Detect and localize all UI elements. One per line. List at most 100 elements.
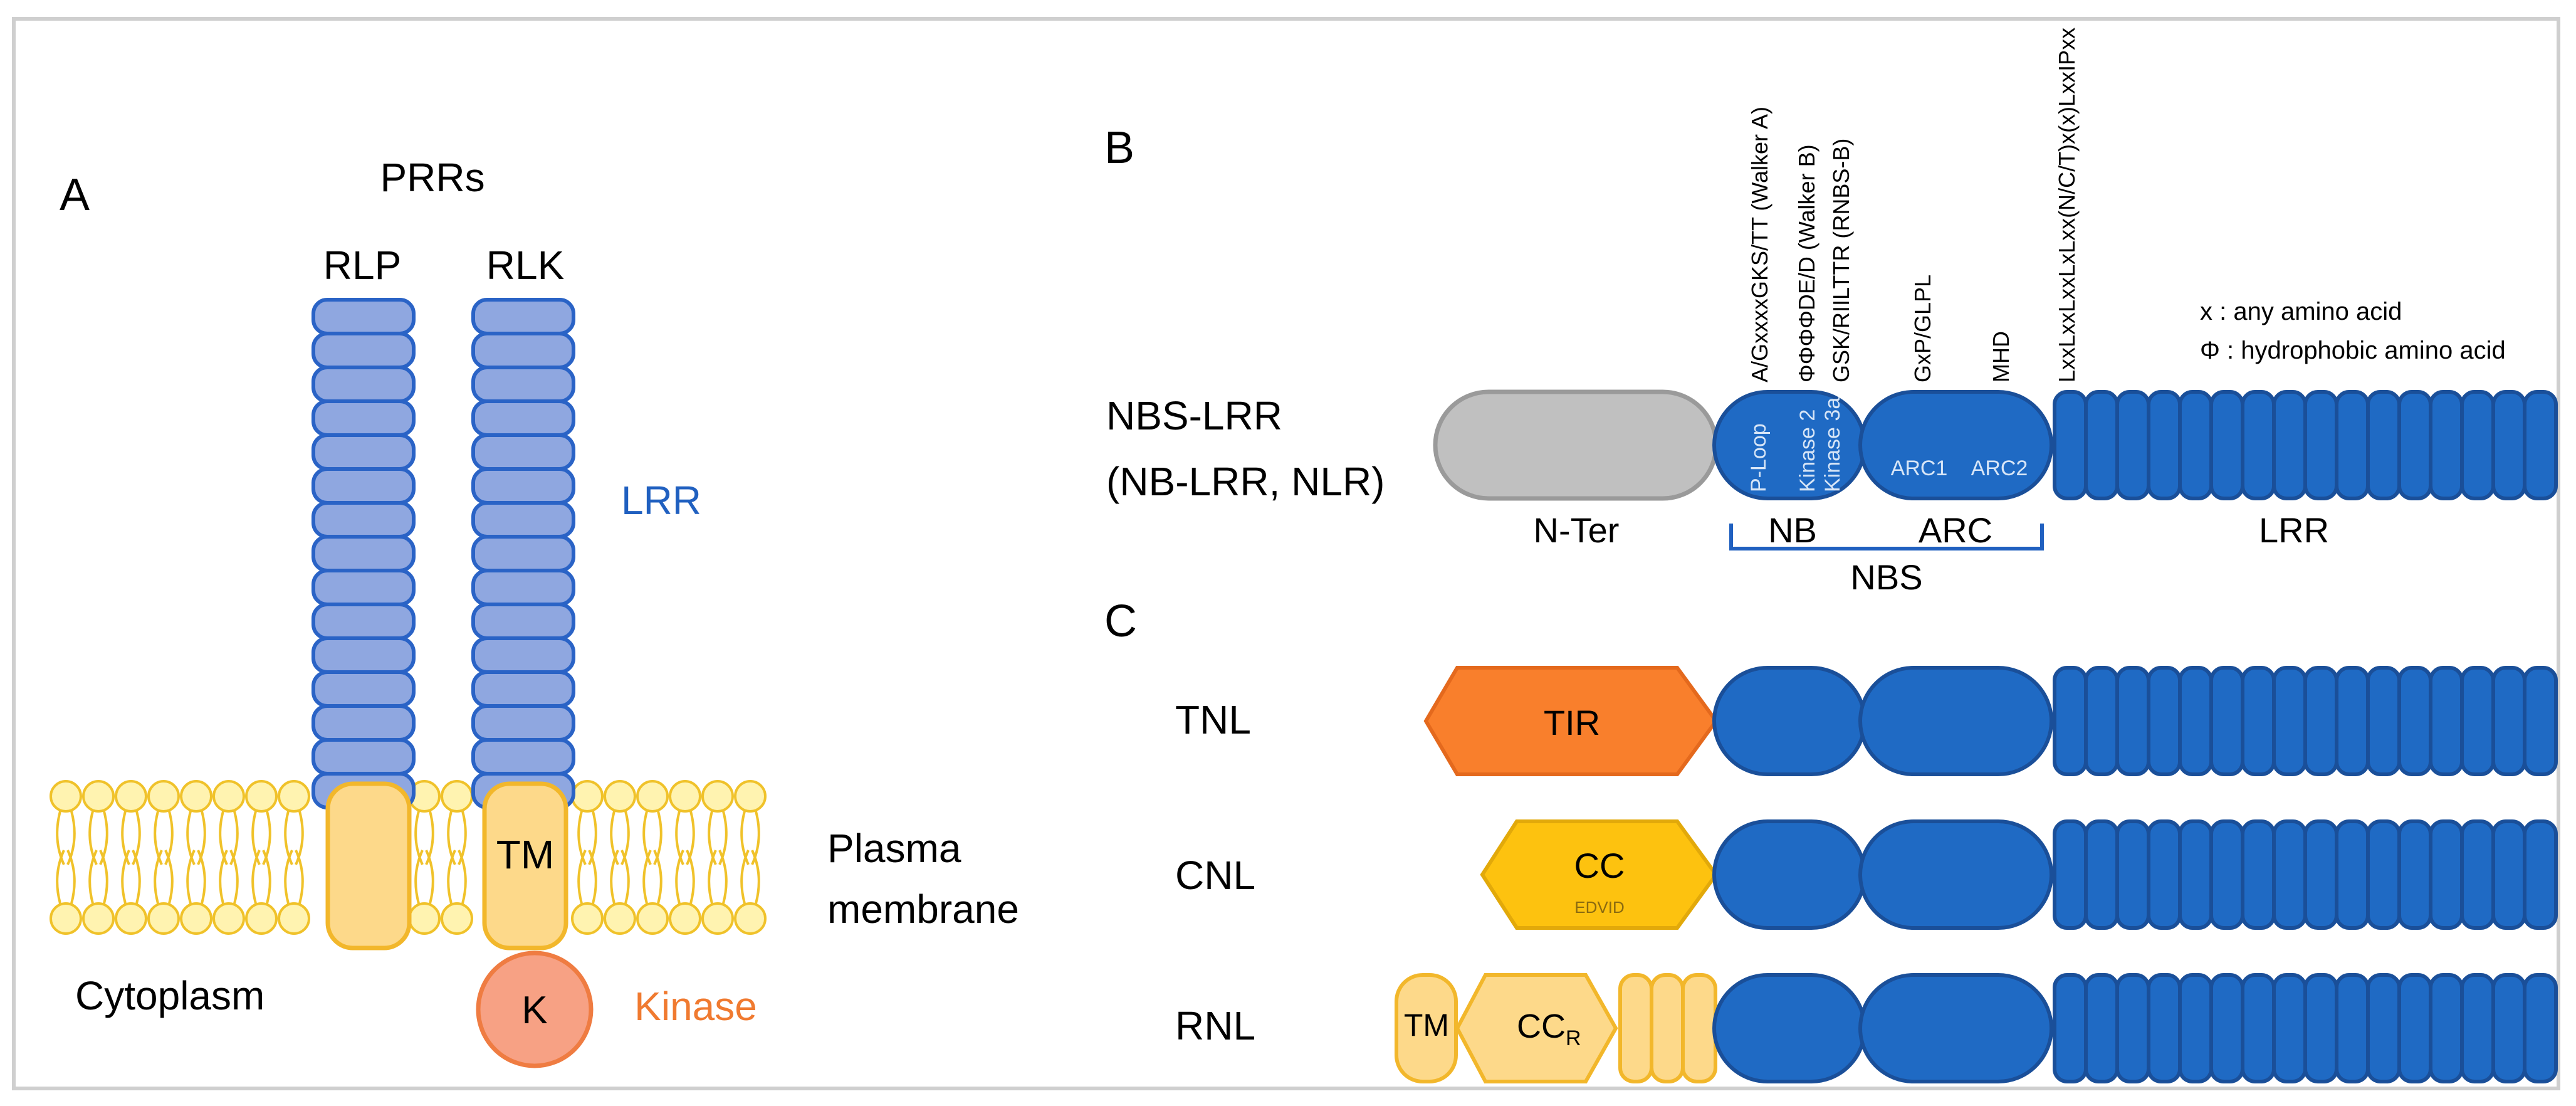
lipid-head: [604, 902, 636, 935]
rlk-lrr-repeat: [471, 569, 575, 606]
nlr-lrr-repeat: [2272, 390, 2307, 500]
rlk-lrr-repeat: [471, 467, 575, 505]
nlr-lrr-repeat: [2241, 390, 2276, 500]
panel-c-letter: C: [1104, 596, 1137, 646]
rlp-lrr-repeat: [312, 433, 416, 471]
lipid-head: [115, 902, 147, 935]
lipid-head: [734, 902, 767, 935]
rnl-label: RNL: [1175, 1003, 1255, 1048]
lipid-head: [212, 780, 245, 813]
lipid-tail: [186, 811, 196, 865]
tnl-lrr-repeat: [2491, 666, 2526, 776]
lipid-tail: [577, 811, 587, 865]
rlk-lrr-repeat: [471, 603, 575, 640]
lipid-tail: [675, 850, 684, 904]
rlp-lrr-repeat: [312, 399, 416, 437]
rlp-lrr-repeat: [312, 569, 416, 606]
rnl-lrr-repeat: [2397, 973, 2432, 1083]
lrr-label-a: LRR: [621, 478, 701, 523]
nter-label: N-Ter: [1534, 510, 1620, 550]
lipid-tail: [751, 850, 760, 904]
lipid-tail: [425, 850, 434, 904]
rnl-repeat-1: [1618, 973, 1653, 1083]
lipid-tail: [251, 811, 261, 865]
rlk-lrr-stack: [471, 298, 575, 809]
lipid-tail: [66, 811, 76, 865]
lipid-head: [278, 780, 310, 813]
lipid-tail: [642, 850, 652, 904]
nlr-lrr-repeat: [2209, 390, 2244, 500]
rlp-lrr-repeat: [312, 298, 416, 335]
nlr-lrr-repeat: [2460, 390, 2495, 500]
nlr-lrr-repeat: [2491, 390, 2526, 500]
nlr-lrr-repeat: [2397, 390, 2432, 500]
cytoplasm-label: Cytoplasm: [75, 973, 264, 1018]
lipid-tail: [99, 811, 108, 865]
cnl-lrr-repeat: [2272, 819, 2307, 930]
lipid-head: [408, 902, 441, 935]
lipid-head: [147, 780, 180, 813]
rlp-lrr-repeat: [312, 704, 416, 742]
nbs-label: NBS: [1850, 557, 1922, 597]
tir-domain: [1423, 666, 1719, 776]
lipid-tail: [708, 811, 717, 865]
lipid-tail: [295, 850, 304, 904]
rlp-label: RLP: [323, 243, 402, 288]
rlp-lrr-repeat: [312, 603, 416, 640]
lipid-tail: [154, 850, 163, 904]
tnl-lrr-repeat: [2460, 666, 2495, 776]
lipid-tail: [121, 850, 130, 904]
lipid-tail: [229, 850, 239, 904]
lipid-head: [441, 780, 473, 813]
lipid-tail: [653, 850, 662, 904]
motif-mhd: MHD: [1988, 331, 2014, 382]
tnl-lrr-repeat: [2397, 666, 2432, 776]
nlr-lrr-repeat: [2303, 390, 2338, 500]
nbs-lrr-aliases: (NB-LRR, NLR): [1106, 459, 1385, 504]
legend-phi: Φ : hydrophobic amino acid: [2200, 337, 2506, 364]
rlp-lrr-stack: [312, 298, 416, 809]
rlk-label: RLK: [486, 243, 565, 288]
cnl-lrr-repeat: [2209, 819, 2244, 930]
lipid-head: [82, 902, 115, 935]
lipid-head: [212, 902, 245, 935]
cnl-lrr-repeat: [2335, 819, 2370, 930]
rlk-lrr-repeat: [471, 433, 575, 471]
lipid-head: [50, 780, 82, 813]
kinase-symbol: K: [521, 989, 547, 1032]
lipid-tail: [164, 811, 174, 865]
motif-walker-a: A/GxxxxGKS/TT (Walker A): [1747, 107, 1772, 382]
lipid-tail: [186, 850, 196, 904]
lipid-tail: [56, 850, 65, 904]
lipid-tail: [99, 850, 108, 904]
lipid-tail: [620, 811, 630, 865]
tnl-lrr-repeat: [2241, 666, 2276, 776]
rlk-lrr-repeat: [471, 738, 575, 776]
kinase-label: Kinase: [634, 984, 757, 1029]
lipid-head: [441, 902, 473, 935]
tir-label: TIR: [1544, 703, 1600, 742]
lipid-tail: [686, 811, 695, 865]
rlk-lrr-repeat: [471, 332, 575, 369]
cnl-lrr-repeats: [2053, 819, 2558, 930]
tnl-lrr-repeat: [2084, 666, 2119, 776]
lipid-head: [180, 780, 212, 813]
rlp-lrr-repeat: [312, 738, 416, 776]
nter-domain: [1433, 389, 1719, 501]
motif-lrr: LxxLxxLxxLxLxx(N/C/T)x(x)LxxIPxx: [2054, 28, 2080, 382]
tnl-lrr-repeat: [2366, 666, 2401, 776]
rlk-lrr-repeat: [471, 670, 575, 708]
panel-b: B NBS-LRR (NB-LRR, NLR) N-Ter P-Loop Kin…: [1104, 28, 2558, 597]
rnl-nb-domain: [1712, 973, 1867, 1083]
kinase-domain: [476, 951, 594, 1068]
cnl-arc-domain: [1858, 819, 2053, 930]
nlr-lrr-repeat: [2429, 390, 2464, 500]
nlr-lrr-repeat: [2366, 390, 2401, 500]
lipid-head: [50, 902, 82, 935]
rlp-lrr-repeat: [312, 535, 416, 572]
nlr-lrr-repeat: [2147, 390, 2182, 500]
tnl-lrr-repeat: [2178, 666, 2213, 776]
lipid-head: [180, 902, 212, 935]
ccr-subscript: R: [1566, 1026, 1581, 1050]
rnl-lrr-repeat: [2241, 973, 2276, 1083]
